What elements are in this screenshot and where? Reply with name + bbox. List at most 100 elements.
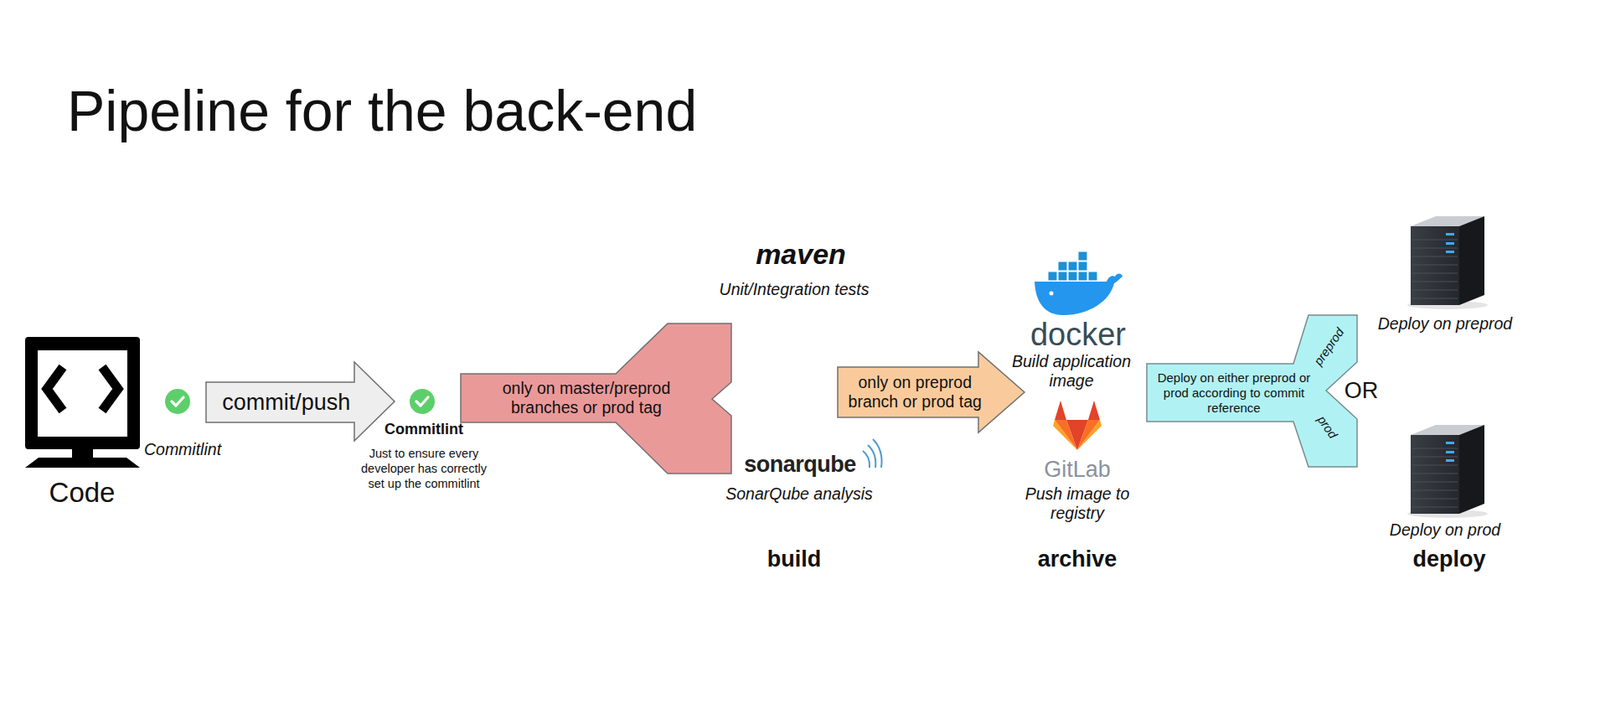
logo-text: GitLab — [1010, 455, 1145, 483]
monitor-icon-part — [72, 449, 93, 458]
sonar-waves-part — [867, 444, 876, 468]
gitlab-logo-part — [1088, 400, 1100, 420]
monitor-icon-part — [102, 366, 119, 411]
server-icon-part-part — [1412, 505, 1458, 507]
server-icon-part-part — [1412, 289, 1458, 290]
server-icon-part — [1445, 441, 1455, 444]
choice-label: OR — [1336, 376, 1387, 404]
archive-filter-arrow: only on preprod branch or prod tag — [837, 351, 1025, 433]
text-region: Deploy on either preprod or prod accordi… — [1151, 363, 1317, 422]
server-icon-part — [1445, 459, 1455, 462]
icon-caption: Code — [15, 475, 150, 510]
docker-whale-part-part — [1068, 271, 1078, 281]
arrow-label: commit/push — [221, 388, 351, 416]
monitor-icon — [25, 336, 140, 468]
text-region: commit/push — [206, 381, 367, 423]
text-region: only on preprod branch or prod tag — [837, 366, 993, 418]
sonar-waves-part — [862, 450, 870, 468]
server-caption: Deploy on prod — [1352, 520, 1538, 540]
docker-whale-part — [1047, 251, 1098, 281]
fork-label: only on master/preprod branches or prod … — [485, 378, 687, 419]
logo-text: docker — [994, 318, 1162, 351]
server-icon-part — [1445, 242, 1455, 245]
server-icon-part-part — [1412, 263, 1458, 265]
monitor-icon-part — [25, 457, 140, 468]
server-icon-part — [1459, 216, 1485, 305]
server-icon-part-part — [1412, 480, 1458, 482]
server-icon — [1407, 424, 1488, 518]
logo-text: sonarqube — [724, 450, 876, 478]
branch-filter-fork-shape — [460, 323, 732, 474]
check-icon-part — [409, 388, 435, 414]
logo-text: maven — [717, 239, 885, 269]
monitor-icon-part — [37, 350, 128, 437]
check-icon-part — [165, 388, 191, 414]
tool-caption: Push image to registry — [1001, 484, 1153, 524]
tool-caption: SonarQube analysis — [690, 484, 909, 504]
check-icon — [165, 388, 191, 414]
tool-caption: Build application image — [996, 351, 1147, 392]
check-icon-part — [171, 397, 184, 406]
docker-whale-part — [1034, 273, 1123, 315]
server-icon-part — [1412, 239, 1458, 299]
server-icon-part — [1459, 424, 1485, 514]
server-icon-part-part — [1412, 472, 1458, 474]
server-icon-part-part — [1412, 297, 1458, 299]
server-icon-part — [1412, 448, 1458, 507]
arrow-label: only on preprod branch or prod tag — [842, 372, 987, 413]
docker-whale-part-part — [1058, 271, 1068, 281]
server-icon — [1407, 216, 1488, 310]
server-icon-part-part — [1412, 455, 1458, 457]
gitlab-logo-part — [1054, 400, 1067, 420]
server-icon-part-part — [1412, 238, 1458, 240]
commit-arrow-shape — [206, 361, 395, 441]
text-region: only on master/preprod branches or prod … — [485, 373, 687, 423]
monitor-icon-part — [46, 366, 63, 411]
server-icon-part — [1445, 232, 1455, 236]
deploy-fork-shape — [1146, 314, 1358, 467]
server-icon-part — [1410, 434, 1460, 514]
server-icon-part-part — [1412, 489, 1458, 491]
step-caption: Commitlint — [373, 420, 475, 439]
stage-name: archive — [1010, 545, 1145, 573]
docker-whale-part-part — [1047, 271, 1058, 281]
server-icon-part-part — [1412, 272, 1458, 274]
docker-whale-part-part — [1078, 261, 1088, 271]
gitlab-logo — [1052, 400, 1102, 450]
server-icon-part-part — [1412, 247, 1458, 248]
check-icon-part — [416, 397, 429, 406]
diagram-title: Pipeline for the back-end — [67, 77, 697, 146]
server-icon-part — [1445, 250, 1455, 253]
server-icon-part-part — [1412, 255, 1458, 257]
docker-whale-part-part — [1078, 251, 1088, 261]
docker-whale-part-part — [1068, 261, 1078, 271]
server-caption: Deploy on preprod — [1352, 314, 1538, 334]
docker-whale — [1034, 251, 1123, 315]
tool-caption: Unit/Integration tests — [668, 279, 920, 300]
stage-name: deploy — [1382, 545, 1517, 573]
docker-whale-part-part — [1058, 261, 1068, 271]
server-icon-part-part — [1412, 447, 1458, 449]
archive-filter-arrow-shape — [837, 351, 1025, 433]
server-icon-part — [1445, 450, 1455, 454]
fork-label: Deploy on either preprod or prod accordi… — [1151, 370, 1317, 416]
monitor-icon-part — [25, 336, 140, 450]
check-icon — [409, 388, 435, 414]
commit-arrow: commit/push — [206, 361, 395, 441]
deploy-fork: Deploy on either preprod or prod accordi… — [1146, 314, 1358, 467]
server-icon-part-part — [1412, 464, 1458, 465]
docker-whale-part-part — [1088, 271, 1098, 281]
gitlab-logo-part — [1077, 419, 1102, 450]
icon-caption: Commitlint — [115, 439, 250, 460]
branch-filter-fork: only on master/preprod branches or prod … — [460, 323, 732, 474]
stage-name: build — [727, 545, 862, 573]
note-text: Just to ensure every developer has corre… — [355, 445, 494, 491]
gitlab-logo-part — [1052, 419, 1078, 450]
server-icon-part-part — [1412, 497, 1458, 499]
docker-whale-part — [1049, 291, 1054, 296]
server-icon-part — [1410, 226, 1460, 305]
sonar-waves — [862, 438, 883, 468]
sonar-waves-part — [872, 438, 883, 468]
server-icon-part-part — [1412, 280, 1458, 282]
